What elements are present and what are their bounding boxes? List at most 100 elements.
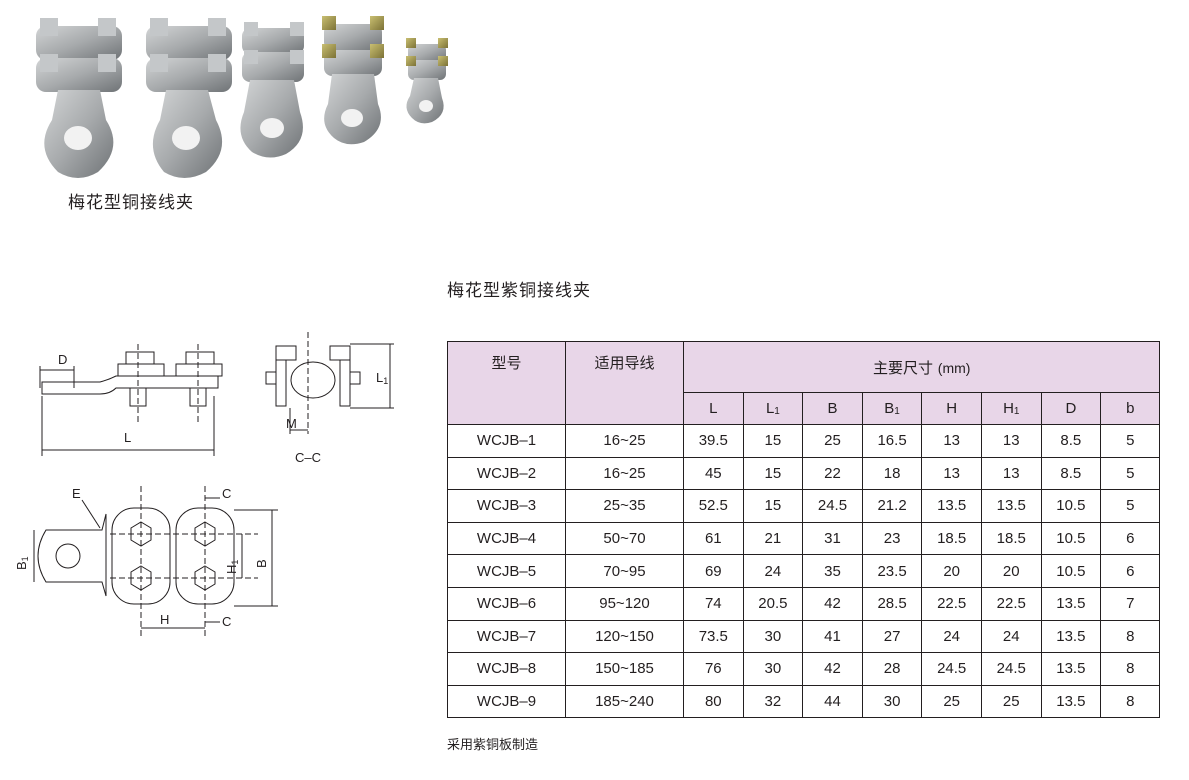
dim-cell: 69 <box>683 554 744 588</box>
section-view <box>265 332 394 434</box>
side-view <box>39 344 223 456</box>
dim-cell: 21 <box>742 521 804 556</box>
header-dim: D <box>1040 392 1102 425</box>
dim-cell: 18 <box>861 456 923 491</box>
dim-cell: 8 <box>1100 619 1161 654</box>
dim-cell: 20.5 <box>742 586 804 621</box>
dim-cell: 44 <box>802 684 863 719</box>
dim-cell: 25 <box>980 684 1042 719</box>
dim-cell: 39.5 <box>683 424 744 458</box>
dim-cell: 31 <box>802 521 863 556</box>
dim-cell: 10.5 <box>1040 489 1102 523</box>
dim-cell: 6 <box>1100 521 1161 556</box>
dim-cell: 8.5 <box>1040 456 1102 491</box>
dim-cell: 10.5 <box>1040 554 1102 588</box>
top-view <box>33 486 278 636</box>
label-e: E <box>72 486 81 501</box>
dim-cell: 24.5 <box>802 489 863 523</box>
dim-cell: 74 <box>683 586 744 621</box>
dim-cell: 13.5 <box>1040 586 1102 621</box>
dim-cell: 13.5 <box>1040 684 1102 719</box>
dim-cell: 32 <box>742 684 804 719</box>
dim-cell: 15 <box>742 456 804 491</box>
dim-cell: 22.5 <box>921 586 982 621</box>
header-main-dims: 主要尺寸 (mm) <box>682 341 1161 393</box>
label-b1: B1 <box>14 556 30 570</box>
clamp-photo-5 <box>406 38 448 124</box>
wire-cell: 95~120 <box>565 586 684 621</box>
label-l1: L1 <box>376 370 388 386</box>
clamp-photo-1 <box>36 18 122 178</box>
clamp-photo-4 <box>322 16 384 145</box>
dim-cell: 25 <box>802 424 863 458</box>
dim-cell: 8 <box>1100 652 1161 686</box>
wire-cell: 16~25 <box>565 424 684 458</box>
dim-cell: 24.5 <box>980 652 1042 686</box>
dim-cell: 52.5 <box>683 489 744 523</box>
header-dim: L1 <box>742 392 804 425</box>
dim-cell: 24 <box>742 554 804 588</box>
wire-cell: 120~150 <box>565 619 684 654</box>
dim-cell: 30 <box>742 619 804 654</box>
model-cell: WCJB–1 <box>447 424 566 458</box>
dim-cell: 22.5 <box>980 586 1042 621</box>
label-h1: H1 <box>224 560 240 574</box>
dim-cell: 24 <box>921 619 982 654</box>
dim-cell: 30 <box>742 652 804 686</box>
dim-cell: 15 <box>742 489 804 523</box>
dim-cell: 23.5 <box>861 554 923 588</box>
dim-cell: 30 <box>861 684 923 719</box>
dim-cell: 61 <box>683 521 744 556</box>
dim-cell: 18.5 <box>980 521 1042 556</box>
dim-cell: 13.5 <box>921 489 982 523</box>
dim-cell: 7 <box>1100 586 1161 621</box>
label-h: H <box>160 612 169 627</box>
label-c-top: C <box>222 486 231 501</box>
dim-cell: 23 <box>861 521 923 556</box>
model-cell: WCJB–6 <box>447 586 566 621</box>
dim-cell: 27 <box>861 619 923 654</box>
header-model: 型号 <box>447 341 566 425</box>
model-cell: WCJB–9 <box>447 684 566 719</box>
label-section: C–C <box>295 450 321 465</box>
header-dim: H1 <box>980 392 1042 425</box>
dim-cell: 42 <box>802 652 863 686</box>
dim-cell: 35 <box>802 554 863 588</box>
dim-cell: 10.5 <box>1040 521 1102 556</box>
dim-cell: 21.2 <box>861 489 923 523</box>
header-dim: L <box>683 392 744 425</box>
dim-cell: 8.5 <box>1040 424 1102 458</box>
wire-cell: 25~35 <box>565 489 684 523</box>
dim-cell: 15 <box>742 424 804 458</box>
dim-cell: 73.5 <box>683 619 744 654</box>
dim-cell: 20 <box>921 554 982 588</box>
dim-cell: 76 <box>683 652 744 686</box>
dim-cell: 13.5 <box>1040 619 1102 654</box>
model-cell: WCJB–8 <box>447 652 566 686</box>
label-c-bottom: C <box>222 614 231 629</box>
clamp-photo-2 <box>146 18 232 178</box>
dim-cell: 24 <box>980 619 1042 654</box>
technical-drawing: D L L1 M C–C <box>14 332 394 636</box>
dim-cell: 41 <box>802 619 863 654</box>
clamp-photo-3 <box>240 22 304 158</box>
dim-cell: 5 <box>1100 489 1161 523</box>
dim-cell: 5 <box>1100 424 1161 458</box>
wire-cell: 70~95 <box>565 554 684 588</box>
dim-cell: 25 <box>921 684 982 719</box>
wire-cell: 16~25 <box>565 456 684 491</box>
dim-cell: 5 <box>1100 456 1161 491</box>
dim-cell: 80 <box>683 684 744 719</box>
header-dim: b <box>1100 392 1161 425</box>
model-cell: WCJB–5 <box>447 554 566 588</box>
header-dim: B1 <box>861 392 923 425</box>
dim-cell: 13 <box>921 424 982 458</box>
dim-cell: 13.5 <box>1040 652 1102 686</box>
dim-cell: 6 <box>1100 554 1161 588</box>
dim-cell: 13.5 <box>980 489 1042 523</box>
